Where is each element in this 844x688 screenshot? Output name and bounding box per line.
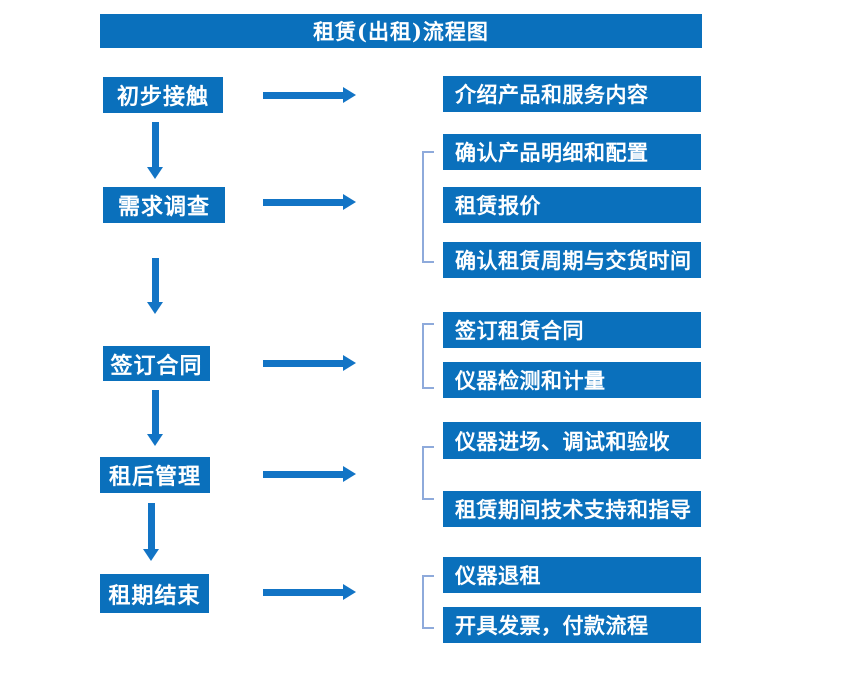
detail-label: 租赁期间技术支持和指导 [455, 497, 692, 522]
detail-box: 开具发票，付款流程 [443, 607, 701, 643]
right-arrow [263, 466, 356, 482]
detail-label: 确认租赁周期与交货时间 [455, 248, 692, 273]
right-arrow [263, 584, 356, 600]
down-arrow [143, 503, 159, 561]
right-arrow [263, 355, 356, 371]
detail-label: 仪器进场、调试和验收 [455, 428, 670, 454]
detail-box: 确认产品明细和配置 [443, 134, 701, 170]
right-arrow [263, 87, 356, 103]
down-arrow [147, 258, 163, 314]
detail-label: 签订租赁合同 [455, 318, 584, 343]
detail-box: 仪器退租 [443, 557, 701, 593]
detail-label: 确认产品明细和配置 [455, 140, 649, 165]
detail-label: 介绍产品和服务内容 [455, 82, 649, 107]
detail-box: 仪器检测和计量 [443, 362, 701, 398]
detail-label: 仪器退租 [455, 563, 541, 588]
step-box-post-rental-management: 租后管理 [100, 457, 210, 493]
group-bracket [422, 575, 434, 629]
step-box-initial-contact: 初步接触 [103, 77, 223, 113]
step-label: 租后管理 [108, 464, 201, 490]
detail-box: 仪器进场、调试和验收 [443, 422, 701, 459]
step-box-rental-end: 租期结束 [100, 574, 209, 613]
group-bracket [422, 446, 434, 500]
step-label: 初步接触 [116, 84, 209, 110]
step-box-sign-contract: 签订合同 [103, 346, 210, 381]
detail-box: 租赁报价 [443, 187, 701, 223]
step-label: 租期结束 [108, 582, 201, 609]
detail-label: 仪器检测和计量 [455, 368, 606, 393]
detail-box: 签订租赁合同 [443, 312, 701, 348]
detail-box: 确认租赁周期与交货时间 [443, 242, 701, 278]
page-title: 租赁(出租)流程图 [313, 19, 489, 44]
step-label: 需求调查 [117, 194, 210, 220]
step-label: 签订合同 [110, 352, 203, 379]
title-banner: 租赁(出租)流程图 [100, 14, 702, 48]
down-arrow [147, 390, 163, 446]
detail-label: 租赁报价 [455, 193, 541, 218]
down-arrow [147, 122, 163, 179]
group-bracket [422, 151, 434, 263]
group-bracket [422, 323, 434, 389]
right-arrow [263, 194, 356, 210]
detail-box: 租赁期间技术支持和指导 [443, 491, 701, 527]
detail-box: 介绍产品和服务内容 [443, 76, 701, 112]
step-box-demand-survey: 需求调查 [103, 187, 225, 223]
detail-label: 开具发票，付款流程 [455, 613, 649, 638]
